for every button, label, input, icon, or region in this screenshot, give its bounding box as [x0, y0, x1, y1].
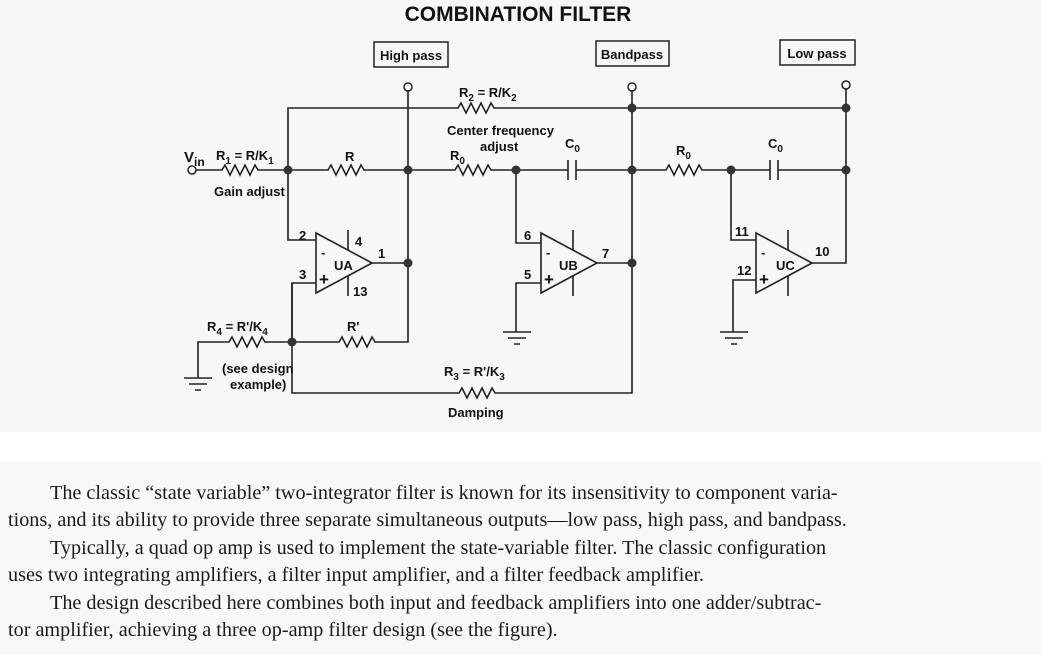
r2-label: R2 = R/K2 [459, 85, 517, 104]
svg-text:6: 6 [524, 228, 531, 243]
paragraph-1-line-2: tions, and its ability to provide three … [8, 509, 847, 531]
combination-filter-schematic: COMBINATION FILTER High pass Bandpass Lo… [184, 3, 856, 420]
damping-note: Damping [448, 405, 504, 420]
svg-text:-: - [321, 245, 325, 260]
r1-label: R1 = R/K1 [216, 148, 274, 167]
bandpass-output-box: Bandpass [595, 40, 670, 67]
r-prime-label: R' [347, 319, 359, 334]
center-frequency-note-2: adjust [480, 139, 519, 154]
paragraph-2-line-2: uses two integrating amplifiers, a filte… [8, 564, 704, 586]
r-label: R [345, 149, 355, 164]
body-text: The classic “state variable” two-integra… [0, 462, 1041, 655]
svg-text:-: - [761, 245, 765, 260]
svg-text:11: 11 [735, 224, 749, 239]
svg-text:+: + [319, 270, 329, 289]
svg-text:UC: UC [776, 258, 795, 273]
svg-text:1: 1 [378, 246, 385, 261]
svg-text:+: + [544, 270, 554, 289]
r3-label: R3 = R'/K3 [444, 364, 505, 383]
gain-adjust-note: Gain adjust [214, 184, 285, 199]
wires [184, 89, 847, 400]
svg-text:UB: UB [559, 258, 578, 273]
low-pass-output-box: Low pass [779, 39, 856, 66]
r0-label-2: R0 [676, 143, 691, 162]
see-design-note-2: example) [230, 377, 286, 392]
svg-text:10: 10 [815, 244, 829, 259]
paragraph-3-line-1: The design described here combines both … [50, 592, 822, 614]
center-frequency-note: Center frequency [447, 123, 555, 138]
paragraph-3-line-2: tor amplifier, achieving a three op-amp … [8, 619, 558, 641]
bandpass-label: Bandpass [601, 47, 663, 62]
r4-label: R4 = R'/K4 [207, 319, 268, 338]
svg-text:2: 2 [299, 228, 306, 243]
paragraph-1-line-1: The classic “state variable” two-integra… [50, 482, 838, 504]
schematic-figure: COMBINATION FILTER High pass Bandpass Lo… [184, 3, 856, 420]
vin-label: Vin [184, 149, 205, 169]
low-pass-terminal [841, 80, 851, 90]
figure-title: COMBINATION FILTER [405, 3, 632, 26]
svg-text:7: 7 [602, 246, 609, 261]
opamp-ua: - + UA 2 3 1 4 13 [299, 228, 385, 299]
r0-label-1: R0 [450, 148, 465, 167]
high-pass-output-box: High pass [373, 41, 449, 68]
c0-label-2: C0 [768, 136, 783, 155]
see-design-note: (see design [222, 361, 294, 376]
svg-text:UA: UA [334, 258, 353, 273]
c0-label-1: C0 [565, 136, 580, 155]
svg-text:+: + [759, 270, 769, 289]
svg-text:5: 5 [524, 267, 531, 282]
paragraph-2-line-1: Typically, a quad op amp is used to impl… [50, 537, 827, 559]
svg-text:-: - [546, 245, 550, 260]
high-pass-label: High pass [380, 48, 442, 63]
svg-text:4: 4 [355, 234, 363, 249]
junction-dots [283, 103, 851, 347]
low-pass-label: Low pass [787, 46, 846, 61]
svg-text:3: 3 [299, 267, 306, 282]
opamp-uc: - + UC 11 12 10 [735, 224, 829, 296]
bandpass-terminal [627, 82, 637, 92]
high-pass-terminal [403, 82, 413, 92]
svg-text:12: 12 [737, 263, 751, 278]
opamp-ub: - + UB 6 5 7 [524, 228, 609, 296]
svg-text:13: 13 [353, 284, 367, 299]
separator [0, 432, 1041, 462]
